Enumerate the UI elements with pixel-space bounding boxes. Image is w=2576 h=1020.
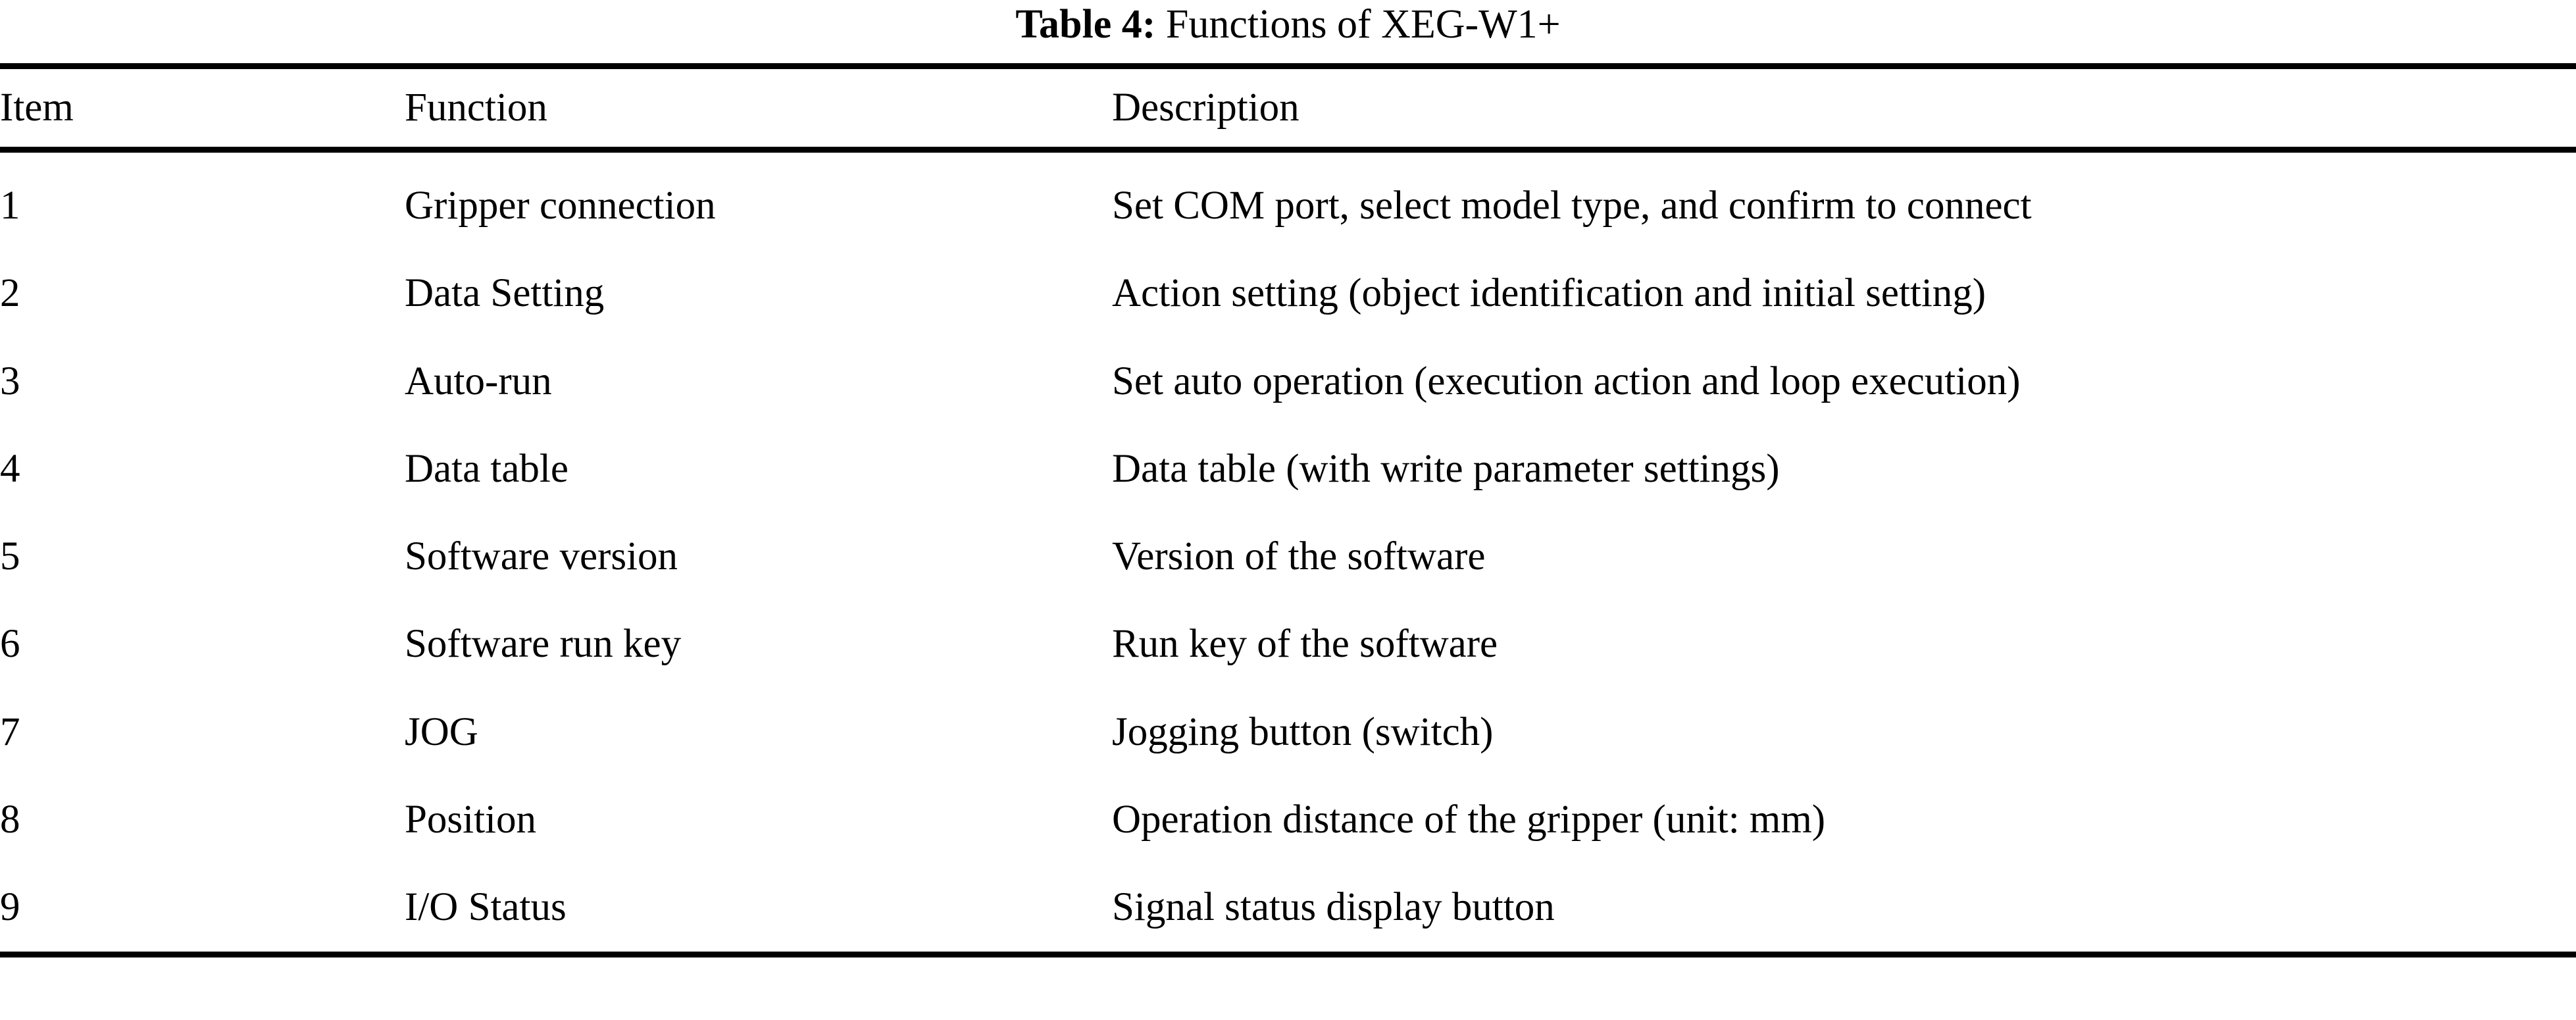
column-header-description: Description [1112, 86, 1300, 130]
cell-item: 1 [0, 184, 20, 228]
cell-item: 2 [0, 271, 20, 316]
cell-item: 7 [0, 709, 20, 754]
table-header: Item Function Description [0, 69, 2576, 147]
cell-item: 3 [0, 359, 20, 403]
table-top-rule [0, 63, 2576, 69]
functions-table-body: 1 Gripper connection Set COM port, selec… [0, 153, 2576, 952]
column-header-item: Item [0, 86, 74, 130]
cell-item: 5 [0, 534, 20, 579]
cell-function: JOG [405, 709, 478, 754]
cell-function: Auto-run [405, 359, 552, 403]
table-header-row: Item Function Description [0, 69, 2576, 147]
cell-description: Version of the software [1112, 534, 1486, 579]
column-header-function: Function [405, 86, 547, 130]
cell-item: 8 [0, 798, 20, 842]
cell-item: 6 [0, 622, 20, 667]
functions-table: Item Function Description [0, 69, 2576, 147]
table-row: 4 Data table Data table (with write para… [0, 425, 2576, 513]
cell-function: Gripper connection [405, 184, 716, 228]
cell-description: Operation distance of the gripper (unit:… [1112, 798, 1826, 842]
caption-text: Functions of XEG-W1+ [1165, 2, 1561, 47]
table-header-rule [0, 147, 2576, 153]
table-caption: Table 4: Functions of XEG-W1+ [0, 0, 2576, 63]
table-row: 9 I/O Status Signal status display butto… [0, 863, 2576, 951]
table-row: 1 Gripper connection Set COM port, selec… [0, 153, 2576, 249]
caption-label: Table 4: [1015, 2, 1156, 47]
table-row: 8 Position Operation distance of the gri… [0, 776, 2576, 863]
cell-description: Set auto operation (execution action and… [1112, 359, 2021, 403]
table-bottom-rule [0, 951, 2576, 957]
cell-description: Action setting (object identification an… [1112, 271, 1986, 316]
cell-description: Jogging button (switch) [1112, 709, 1494, 754]
table-row: 2 Data Setting Action setting (object id… [0, 249, 2576, 337]
cell-description: Set COM port, select model type, and con… [1112, 184, 2032, 228]
table-row: 3 Auto-run Set auto operation (execution… [0, 338, 2576, 425]
table-body: 1 Gripper connection Set COM port, selec… [0, 153, 2576, 952]
table-row: 7 JOG Jogging button (switch) [0, 688, 2576, 776]
cell-function: Position [405, 798, 537, 842]
cell-description: Signal status display button [1112, 885, 1555, 930]
cell-function: Software version [405, 534, 678, 579]
cell-item: 9 [0, 885, 20, 930]
cell-function: Software run key [405, 622, 682, 667]
cell-item: 4 [0, 446, 20, 491]
table-row: 5 Software version Version of the softwa… [0, 513, 2576, 600]
cell-function: Data table [405, 446, 568, 491]
cell-description: Run key of the software [1112, 622, 1498, 667]
table-row: 6 Software run key Run key of the softwa… [0, 600, 2576, 688]
cell-function: Data Setting [405, 271, 605, 316]
cell-function: I/O Status [405, 885, 567, 930]
cell-description: Data table (with write parameter setting… [1112, 446, 1780, 491]
